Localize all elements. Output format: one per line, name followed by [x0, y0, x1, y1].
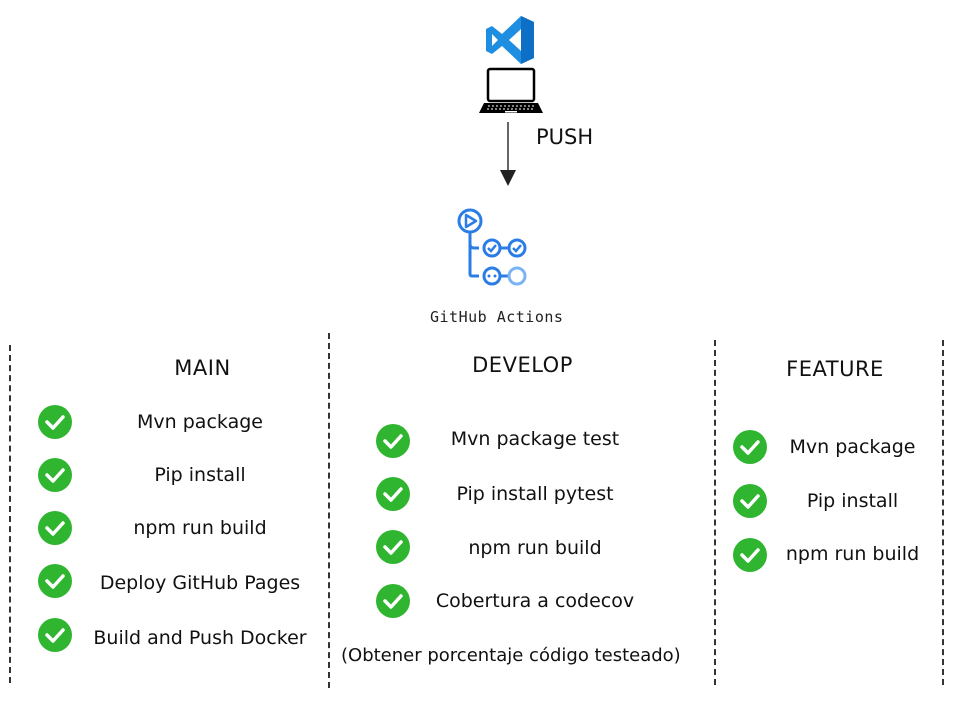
list-item: Pip install [154, 464, 246, 486]
check-icon [733, 484, 767, 518]
check-icon [376, 477, 410, 511]
list-item: Pip install [806, 490, 899, 512]
check-icon [376, 584, 410, 618]
coverage-note: (Obtener porcentaje código testeado) [341, 645, 681, 666]
column-title-develop: DEVELOP [472, 353, 573, 377]
divider-main-develop [328, 333, 330, 688]
list-item: Mvn package [789, 436, 916, 458]
check-icon [376, 424, 410, 458]
github-actions-label: GitHub Actions [430, 308, 564, 326]
check-icon [733, 538, 767, 572]
check-icon [376, 530, 410, 564]
list-item: npm run build [785, 543, 920, 565]
column-title-feature: FEATURE [786, 357, 884, 381]
list-item: Pip install pytest [456, 483, 614, 505]
list-item: npm run build [133, 517, 267, 539]
check-icon [38, 458, 72, 492]
column-title-main: MAIN [174, 356, 231, 380]
list-item: Cobertura a codecov [435, 590, 635, 612]
list-item: Mvn package test [450, 428, 620, 450]
push-arrow [500, 122, 516, 186]
list-item: npm run build [468, 537, 602, 559]
check-icon [38, 511, 72, 545]
check-icon [38, 405, 72, 439]
github-actions-icon [457, 208, 527, 286]
list-item: Mvn package [137, 411, 263, 433]
list-item: Build and Push Docker [93, 627, 307, 649]
check-icon [733, 430, 767, 464]
laptop-icon [479, 67, 543, 113]
divider-right [942, 340, 944, 685]
list-item: Deploy GitHub Pages [99, 572, 301, 594]
push-label: PUSH [536, 125, 594, 149]
divider-develop-feature [714, 340, 716, 685]
check-icon [38, 564, 72, 598]
divider-left [9, 345, 11, 683]
vscode-icon [486, 16, 534, 64]
check-icon [38, 618, 72, 652]
